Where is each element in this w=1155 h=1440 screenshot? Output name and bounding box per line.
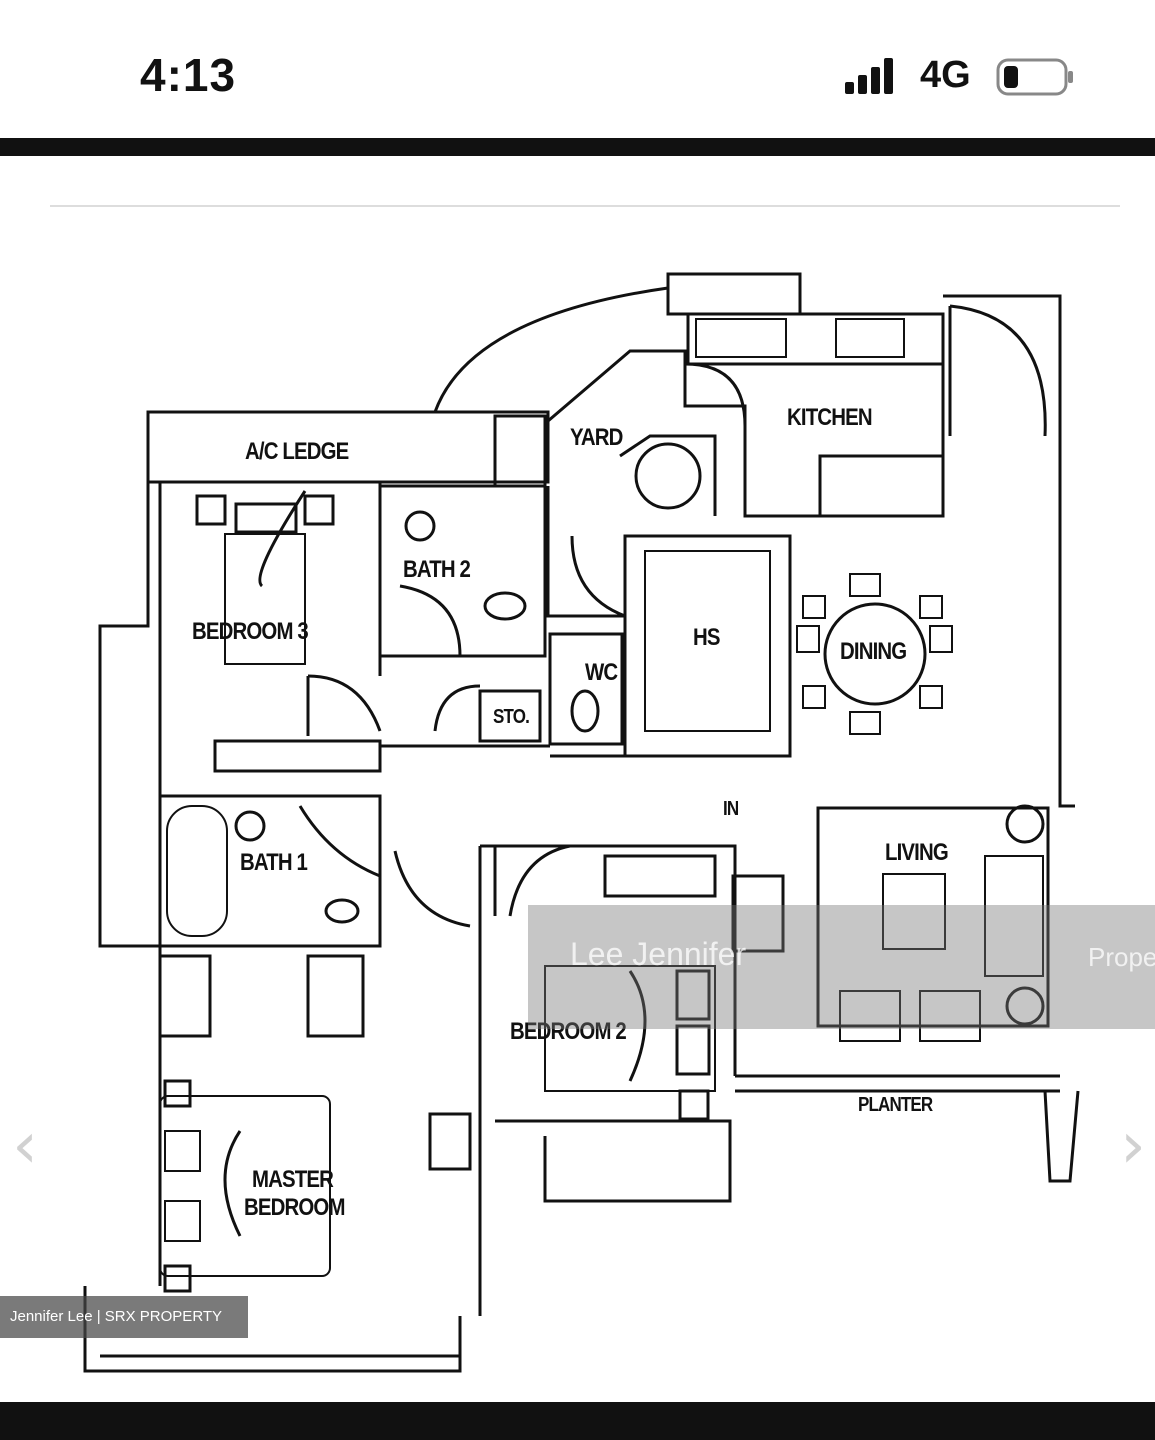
battery-icon [996,58,1073,96]
watermark-band [528,905,1155,1029]
label-hs: HS [693,624,721,651]
floor-plan-drawing [50,205,1120,1373]
label-yard: YARD [570,424,623,451]
label-bedroom-2: BEDROOM 2 [510,1018,627,1045]
label-bedroom-3: BEDROOM 3 [192,618,309,645]
label-in: IN [723,798,739,820]
top-divider [0,138,1155,156]
label-living: LIVING [885,839,949,866]
status-bar: 4:13 4G [0,0,1155,138]
photo-credit: Jennifer Lee | SRX PROPERTY [0,1296,248,1338]
label-sto: STO. [493,706,530,728]
bottom-divider [0,1402,1155,1440]
label-master-bedroom-line2: BEDROOM [244,1194,345,1221]
floor-plan-image: A/C LEDGE YARD KITCHEN BATH 2 BEDROOM 3 … [0,156,1155,1402]
label-dining: DINING [840,638,907,665]
watermark-brand: Prope [1088,942,1155,972]
label-ac-ledge: A/C LEDGE [245,438,349,465]
status-time: 4:13 [140,49,237,101]
label-bath-1: BATH 1 [240,849,308,876]
label-master-bedroom-line1: MASTER [252,1166,334,1193]
watermark-name: Lee Jennifer [570,936,747,972]
chevron-left-icon[interactable]: ‹ [12,1109,38,1183]
chevron-right-icon[interactable]: › [1120,1109,1146,1183]
signal-bars-icon [845,58,893,94]
network-type: 4G [920,54,971,96]
label-kitchen: KITCHEN [787,404,873,431]
label-bath-2: BATH 2 [403,556,471,583]
label-planter: PLANTER [858,1094,933,1116]
label-wc: WC [585,659,618,686]
